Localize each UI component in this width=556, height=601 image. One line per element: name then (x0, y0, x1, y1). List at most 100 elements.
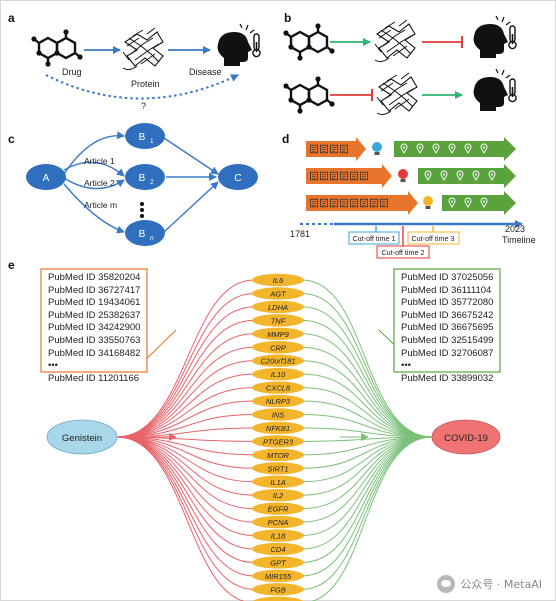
gene-node (252, 421, 304, 435)
gene-covid-edge (301, 427, 433, 438)
abc-network (63, 131, 219, 234)
timeline-label: Timeline (502, 235, 536, 245)
cutoff-3-label: Cut-off time 3 (411, 234, 454, 243)
gene-node (252, 314, 304, 327)
gene-node (253, 596, 303, 601)
gene-label: C20orf181 (260, 357, 295, 366)
disease-label: Disease (189, 67, 222, 77)
gene-label: SIRT1 (267, 464, 288, 473)
gene-node (252, 341, 304, 354)
gene-connection-lines (116, 279, 433, 601)
panel-b-letter: b (284, 11, 291, 25)
genistein-gene-edge (116, 436, 255, 483)
cutoff-1-label: Cut-off time 1 (352, 234, 395, 243)
pubmed-id: PubMed ID 36727417 (48, 284, 141, 296)
genistein-label: Genistein (62, 433, 102, 444)
gene-node (252, 515, 304, 529)
article-2-label: Article 2 (84, 178, 115, 188)
gene-label: CXCL8 (266, 384, 291, 393)
gene-node (252, 408, 304, 421)
genistein-gene-edge (116, 279, 255, 438)
genistein-gene-edge (116, 292, 255, 438)
genistein-gene-edge (116, 306, 255, 438)
pubmed-id: PubMed ID 34168482 (48, 347, 141, 359)
cutoff-2-box (376, 245, 430, 259)
gene-covid-edge (301, 436, 433, 537)
future-validation-arrow (442, 191, 516, 215)
covid19-label: COVID-19 (444, 433, 488, 444)
genistein-gene-edge (116, 387, 255, 438)
lightbulb-icon (423, 196, 433, 206)
cutoff-1-box (348, 231, 400, 245)
node-bn (125, 220, 165, 246)
genistein-gene-edge (116, 436, 255, 537)
gene-covid-edge (301, 292, 433, 438)
pubmed-id: PubMed ID 35820204 (48, 272, 141, 283)
gene-node (252, 300, 304, 314)
pubmed-id: PubMed ID 37025056 (401, 272, 494, 283)
gene-label: CRP (270, 343, 286, 352)
node-bn-label: B (139, 229, 146, 240)
gene-node (252, 367, 304, 381)
genistein-node (46, 419, 118, 455)
pubmed-id: PubMed ID 32706087 (401, 347, 494, 359)
protein-label: Protein (131, 79, 160, 89)
gene-node (252, 542, 304, 556)
drug-molecule-icon (282, 75, 336, 115)
pubmed-id: PubMed ID 33550763 (48, 334, 141, 346)
pubmed-id: PubMed ID 32515499 (401, 334, 494, 346)
pubmed-id: PubMed ID 36111104 (401, 284, 492, 296)
gene-label: LDHA (268, 303, 288, 312)
panel-d-letter: d (282, 132, 289, 146)
node-b1 (125, 123, 165, 149)
gene-node (252, 556, 304, 569)
lightbulb-base-icon (425, 206, 431, 209)
gene-node (252, 489, 304, 502)
watermark-text: 公众号 · MetaAI (460, 578, 542, 591)
gene-label: FGB (270, 585, 285, 594)
covid19-node (431, 419, 501, 455)
gene-covid-edge (301, 373, 433, 438)
unknown-question-mark: ? (141, 101, 146, 111)
gene-covid-edge (301, 360, 433, 438)
genistein-gene-edge (116, 373, 255, 438)
pubmed-id: PubMed ID 25382637 (48, 309, 141, 321)
gene-covid-edge (301, 400, 433, 438)
pubmed-ellipsis: ••• (401, 360, 411, 372)
protein-icon (374, 19, 416, 63)
genistein-gene-edge (116, 427, 255, 438)
gene-node (252, 448, 304, 462)
genistein-gene-edge (116, 436, 245, 601)
pubmed-id: PubMed ID 11201166 (48, 372, 140, 384)
past-literature-arrow (306, 191, 418, 215)
node-b2-subscript: 2 (150, 179, 154, 186)
node-b1-label: B (139, 132, 146, 143)
gene-label: EGFR (268, 505, 289, 514)
right-pubmed-box (393, 268, 501, 373)
gene-label: IL10 (271, 370, 286, 379)
panel-c-letter: c (8, 132, 15, 146)
gene-label: MMP9 (267, 330, 289, 339)
gene-covid-edge (301, 436, 433, 590)
watermark: 公众号 · MetaAI (437, 575, 542, 593)
node-b2 (125, 164, 165, 190)
genistein-gene-edge (116, 436, 255, 590)
node-a (26, 164, 66, 190)
gene-label: CD4 (270, 545, 285, 554)
gene-label: TNF (271, 316, 286, 325)
ellipsis-dot (140, 202, 144, 206)
pubmed-id: PubMed ID 34242900 (48, 322, 141, 334)
gene-node (252, 381, 304, 394)
pubmed-id: PubMed ID 33899032 (401, 372, 494, 384)
right-pubmed-list: PubMed ID 37025056 PubMed ID 36111104 Pu… (401, 272, 493, 385)
future-validation-arrow (418, 164, 516, 188)
gene-covid-edge (301, 306, 433, 438)
gene-label: NLRP3 (266, 397, 291, 406)
cutoff-3-box (407, 231, 460, 245)
gene-covid-edge (301, 436, 433, 510)
cutoff-2-label: Cut-off time 2 (381, 248, 424, 257)
protein-icon (122, 27, 164, 71)
gene-covid-edge (311, 436, 433, 601)
pubmed-id: PubMed ID 36675242 (401, 309, 494, 321)
